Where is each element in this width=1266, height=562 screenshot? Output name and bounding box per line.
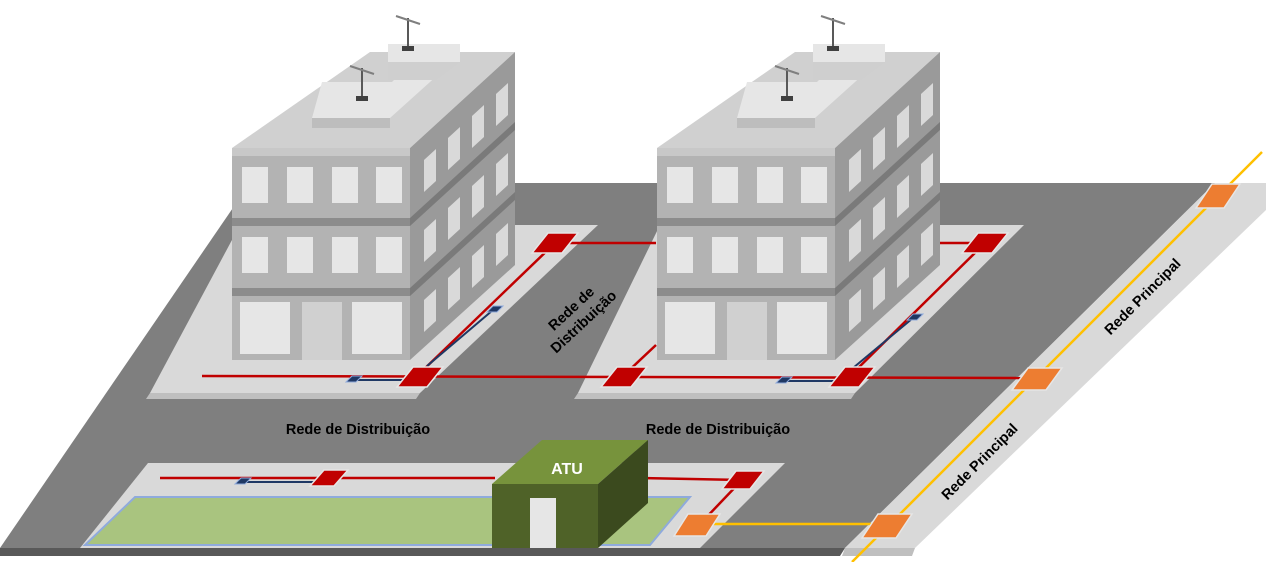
- label-rede-distribuicao-left: Rede de Distribuição: [286, 422, 430, 438]
- antenna-icon: [774, 65, 800, 101]
- antenna-icon: [820, 15, 846, 51]
- antenna-icon: [349, 65, 375, 101]
- building-left: [232, 15, 515, 360]
- atu-door: [530, 498, 556, 548]
- service-box-icons: [233, 305, 925, 485]
- distribution-chambers: [308, 232, 1010, 490]
- main-network: [696, 151, 1263, 562]
- main-chambers: [672, 183, 1242, 539]
- atu-box: ATU: [492, 440, 648, 548]
- atu-label: ATU: [551, 461, 583, 478]
- antenna-icon: [395, 15, 421, 51]
- label-rede-distribuicao-right: Rede de Distribuição: [646, 422, 790, 438]
- building-right: [657, 15, 940, 360]
